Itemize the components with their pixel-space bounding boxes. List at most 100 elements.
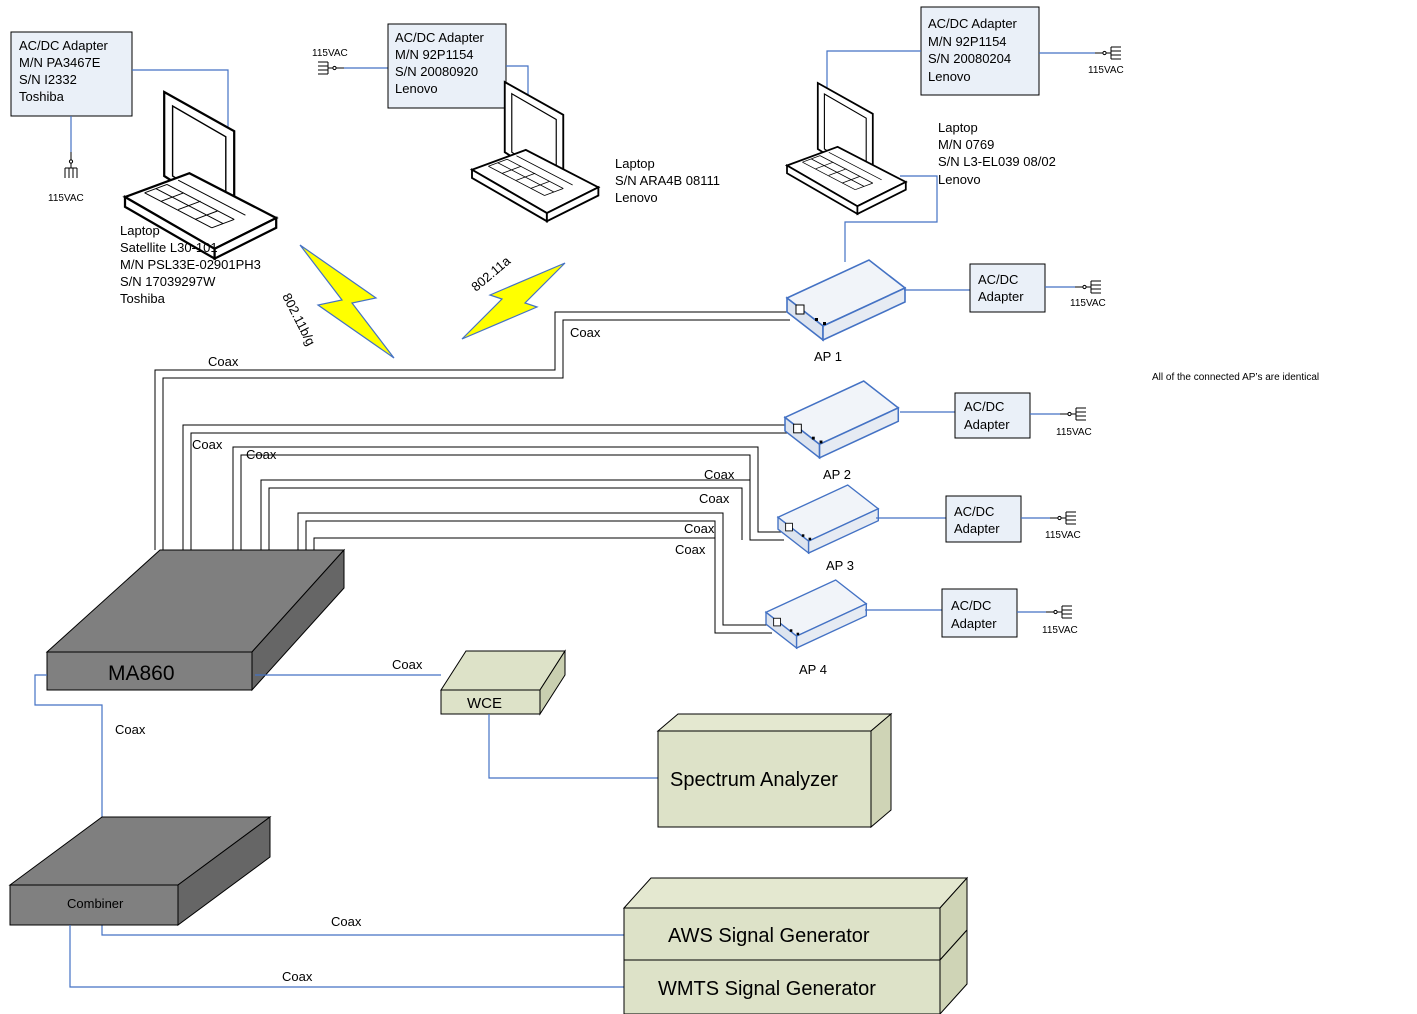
svg-text:S/N I2332: S/N I2332 [19, 72, 77, 87]
svg-text:Lenovo: Lenovo [938, 172, 981, 187]
laptop-lenovo1-label: Laptop S/N ARA4B 08111 Lenovo [615, 156, 720, 205]
power-label: 115VAC [48, 193, 84, 204]
wireless-bolt-icon [461, 262, 566, 340]
ap4-label: AP 4 [799, 662, 827, 677]
svg-text:Coax: Coax [282, 969, 313, 984]
ap-note: All of the connected AP’s are identical [1152, 372, 1319, 383]
power-label: 115VAC [312, 48, 348, 59]
ap2-icon [784, 380, 900, 459]
svg-text:Toshiba: Toshiba [120, 291, 166, 306]
svg-text:AC/DC Adapter: AC/DC Adapter [395, 30, 485, 45]
power-plug-icon [1094, 46, 1122, 60]
svg-text:AC/DC Adapter: AC/DC Adapter [928, 16, 1018, 31]
svg-text:S/N 20080204: S/N 20080204 [928, 51, 1011, 66]
ap-adapter: AC/DC Adapter [969, 263, 1046, 313]
svg-text:Combiner: Combiner [67, 896, 124, 911]
spectrum-analyzer-device: Spectrum Analyzer [656, 712, 893, 829]
svg-text:AC/DC: AC/DC [951, 598, 991, 613]
ap-adapter: AC/DC Adapter [941, 588, 1018, 638]
svg-text:S/N 20080920: S/N 20080920 [395, 64, 478, 79]
svg-text:Satellite L30-101: Satellite L30-101 [120, 240, 218, 255]
power-label: 115VAC [1042, 625, 1078, 636]
power-label: 115VAC [1070, 298, 1106, 309]
svg-text:Laptop: Laptop [938, 120, 978, 135]
svg-text:AC/DC: AC/DC [964, 399, 1004, 414]
power-plug-icon [1045, 605, 1073, 619]
svg-text:M/N 0769: M/N 0769 [938, 137, 994, 152]
coax-ap3b [260, 479, 750, 550]
ap3-icon [777, 484, 879, 554]
wce-device: WCE [440, 649, 566, 716]
coax-ap3a [232, 446, 784, 550]
svg-text:Coax: Coax [684, 521, 715, 536]
svg-text:AC/DC: AC/DC [954, 504, 994, 519]
adapter-lenovo1: AC/DC Adapter M/N 92P1154 S/N 20080920 L… [387, 23, 507, 109]
svg-text:S/N ARA4B 08111: S/N ARA4B 08111 [615, 173, 720, 188]
power-plug-icon [317, 61, 345, 75]
svg-text:M/N 92P1154: M/N 92P1154 [928, 34, 1007, 49]
svg-text:Coax: Coax [192, 437, 223, 452]
adapter-lenovo2: AC/DC Adapter M/N 92P1154 S/N 20080204 L… [920, 6, 1040, 96]
power-plug-icon [1049, 511, 1077, 525]
svg-text:Coax: Coax [392, 657, 423, 672]
wireless-bg-label: 802.11b/g [279, 291, 318, 348]
svg-text:Coax: Coax [246, 447, 277, 462]
ap-adapter: AC/DC Adapter [954, 392, 1031, 439]
laptop-lenovo2-icon [786, 82, 907, 215]
svg-text:Lenovo: Lenovo [615, 190, 658, 205]
svg-text:Coax: Coax [704, 467, 735, 482]
power-plug-icon [64, 151, 78, 179]
svg-text:M/N PSL33E-02901PH3: M/N PSL33E-02901PH3 [120, 257, 261, 272]
svg-text:S/N 17039297W: S/N 17039297W [120, 274, 216, 289]
svg-text:M/N 92P1154: M/N 92P1154 [395, 47, 474, 62]
svg-text:AC/DC: AC/DC [978, 272, 1018, 287]
power-label: 115VAC [1045, 530, 1081, 541]
svg-text:Adapter: Adapter [951, 616, 997, 631]
coax-ap4a [297, 512, 772, 634]
svg-text:Toshiba: Toshiba [19, 89, 65, 104]
svg-text:Coax: Coax [331, 914, 362, 929]
power-plug-icon [1059, 407, 1087, 421]
laptop-lenovo2-label: Laptop M/N 0769 S/N L3-EL039 08/02 Lenov… [938, 120, 1056, 187]
svg-text:MA860: MA860 [108, 662, 175, 685]
coax-ap4b [313, 537, 715, 550]
svg-text:Coax: Coax [699, 491, 730, 506]
svg-text:AC/DC Adapter: AC/DC Adapter [19, 38, 109, 53]
svg-text:Laptop: Laptop [615, 156, 655, 171]
svg-text:Coax: Coax [115, 722, 146, 737]
ap1-icon [786, 259, 906, 341]
power-plug-icon [1074, 280, 1102, 294]
ap1-label: AP 1 [814, 349, 842, 364]
wmts-signal-generator: WMTS Signal Generator [623, 928, 968, 1014]
svg-text:WCE: WCE [467, 695, 502, 712]
svg-text:Adapter: Adapter [978, 289, 1024, 304]
svg-text:Coax: Coax [208, 354, 239, 369]
svg-text:Laptop: Laptop [120, 223, 160, 238]
laptop-toshiba-label: Laptop Satellite L30-101 M/N PSL33E-0290… [120, 223, 261, 306]
svg-text:Lenovo: Lenovo [395, 81, 438, 96]
ma860-device: MA860 [45, 548, 346, 692]
wireless-bolt-icon [299, 244, 395, 359]
svg-text:Coax: Coax [570, 325, 601, 340]
coax-ap2 [182, 424, 790, 550]
svg-text:WMTS Signal Generator: WMTS Signal Generator [658, 978, 876, 1000]
svg-text:Lenovo: Lenovo [928, 69, 971, 84]
combiner-device: Combiner [8, 816, 272, 926]
aws-signal-generator: AWS Signal Generator [622, 876, 969, 962]
ap3-label: AP 3 [826, 558, 854, 573]
adapter-toshiba: AC/DC Adapter M/N PA3467E S/N I2332 Tosh… [10, 31, 133, 117]
ap-adapter: AC/DC Adapter [945, 495, 1022, 543]
svg-text:Spectrum Analyzer: Spectrum Analyzer [670, 769, 838, 791]
svg-text:M/N PA3467E: M/N PA3467E [19, 55, 101, 70]
ap2-label: AP 2 [823, 467, 851, 482]
power-label: 115VAC [1056, 427, 1092, 438]
svg-text:Adapter: Adapter [964, 417, 1010, 432]
svg-text:Coax: Coax [675, 542, 706, 557]
coax-ap1 [154, 311, 790, 550]
ap4-icon [765, 579, 867, 649]
svg-text:AWS Signal Generator: AWS Signal Generator [668, 925, 870, 947]
power-label: 115VAC [1088, 65, 1124, 76]
svg-text:Adapter: Adapter [954, 521, 1000, 536]
svg-text:S/N L3-EL039 08/02: S/N L3-EL039 08/02 [938, 154, 1056, 169]
